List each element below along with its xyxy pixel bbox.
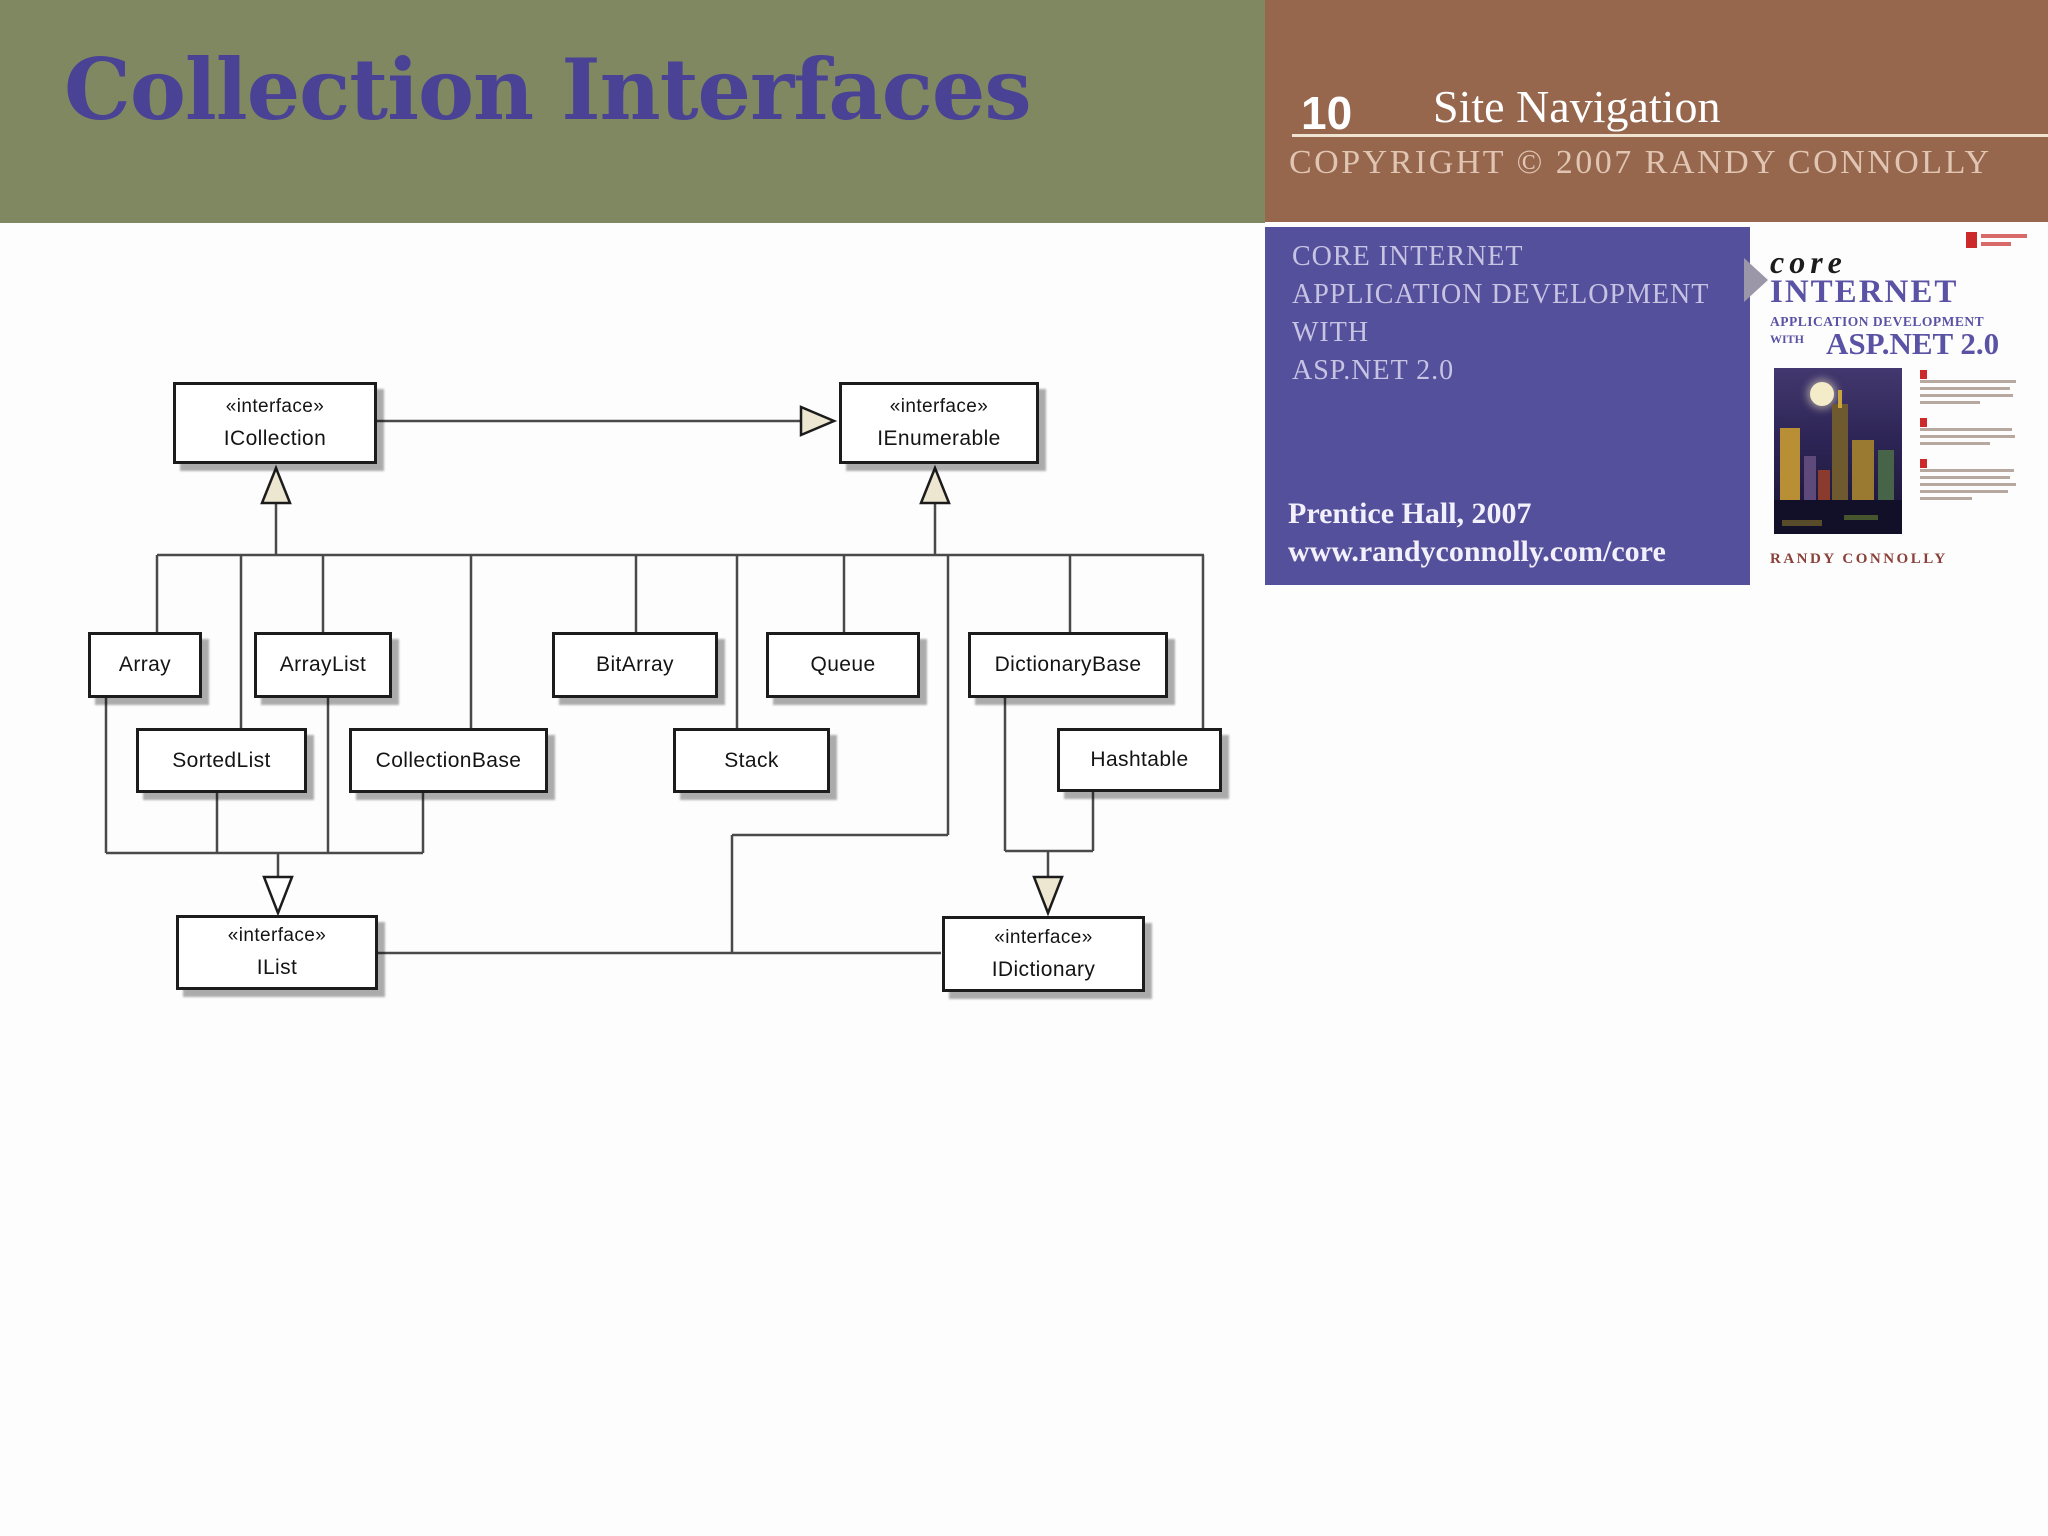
- node-idictionary: «interface» IDictionary: [942, 916, 1145, 992]
- header-rule: [1292, 134, 2048, 137]
- book-info-line: APPLICATION DEVELOPMENT: [1292, 279, 1710, 310]
- node-ienumerable: «interface» IEnumerable: [839, 382, 1039, 464]
- node-queue: Queue: [766, 632, 920, 698]
- node-stereotype: «interface»: [889, 395, 989, 417]
- node-arraylist: ArrayList: [254, 632, 392, 698]
- node-label: Array: [118, 653, 172, 676]
- bullet-icon: [1920, 459, 1927, 468]
- node-array: Array: [88, 632, 202, 698]
- cover-title: INTERNET: [1770, 274, 1959, 310]
- cover-author: RANDY CONNOLLY: [1770, 551, 1948, 567]
- book-info-panel: CORE INTERNET APPLICATION DEVELOPMENT WI…: [1265, 227, 1750, 585]
- node-label: ICollection: [223, 426, 327, 450]
- book-site-url: www.randyconnolly.com/core: [1288, 535, 1666, 568]
- book-info-lines: CORE INTERNET APPLICATION DEVELOPMENT WI…: [1292, 238, 1709, 390]
- book-info-line: ASP.NET 2.0: [1292, 355, 1455, 386]
- node-stereotype: «interface»: [994, 926, 1093, 948]
- slide-title: Collection Interfaces: [64, 40, 1032, 139]
- title-band: Collection Interfaces: [0, 0, 1265, 223]
- node-label: CollectionBase: [375, 748, 522, 772]
- cover-edition: ASP.NET 2.0: [1826, 326, 2000, 361]
- cover-bullet-list: [1920, 370, 2030, 514]
- node-label: Stack: [724, 748, 779, 772]
- cover-brand: core: [1770, 244, 1847, 280]
- node-hashtable: Hashtable: [1057, 728, 1222, 792]
- node-label: BitArray: [596, 653, 674, 676]
- copyright-text: COPYRIGHT © 2007 RANDY CONNOLLY: [1289, 144, 1992, 181]
- node-label: IEnumerable: [877, 426, 1001, 450]
- cover-bullet: [1920, 459, 2030, 500]
- node-label: ArrayList: [279, 653, 367, 676]
- node-ilist: «interface» IList: [176, 915, 378, 990]
- node-stack: Stack: [673, 728, 830, 793]
- arrow-right-icon: [1744, 258, 1768, 302]
- cover-bullet: [1920, 418, 2030, 445]
- node-dictionarybase: DictionaryBase: [968, 632, 1168, 698]
- node-stereotype: «interface»: [227, 925, 327, 946]
- bullet-icon: [1920, 370, 1927, 379]
- header-band: 10 Site Navigation COPYRIGHT © 2007 RAND…: [1265, 0, 2048, 222]
- node-icollection: «interface» ICollection: [173, 382, 377, 464]
- cover-with-label: WITH: [1770, 332, 1805, 346]
- chapter-title: Site Navigation: [1433, 81, 1721, 132]
- node-sortedlist: SortedList: [136, 728, 307, 793]
- book-info-line: WITH: [1292, 317, 1370, 348]
- cover-bullet: [1920, 370, 2030, 404]
- diagram-connectors: [104, 405, 1205, 955]
- bullet-icon: [1920, 418, 1927, 427]
- moon-icon: [1810, 382, 1834, 406]
- node-label: Queue: [810, 653, 876, 676]
- publisher-text: Prentice Hall, 2007: [1288, 497, 1532, 530]
- node-stereotype: «interface»: [225, 395, 325, 417]
- book-cover: core INTERNET APPLICATION DEVELOPMENT WI…: [1744, 222, 2048, 582]
- book-info-line: CORE INTERNET: [1292, 241, 1524, 272]
- node-bitarray: BitArray: [552, 632, 718, 698]
- node-collectionbase: CollectionBase: [349, 728, 548, 793]
- node-label: IDictionary: [991, 957, 1096, 981]
- cover-subtitle: APPLICATION DEVELOPMENT: [1770, 314, 1985, 329]
- node-label: Hashtable: [1090, 748, 1189, 771]
- city-night-photo: [1774, 368, 1902, 534]
- node-label: DictionaryBase: [994, 653, 1142, 676]
- chapter-number: 10: [1301, 87, 1353, 139]
- node-label: SortedList: [172, 748, 271, 772]
- node-label: IList: [256, 956, 298, 979]
